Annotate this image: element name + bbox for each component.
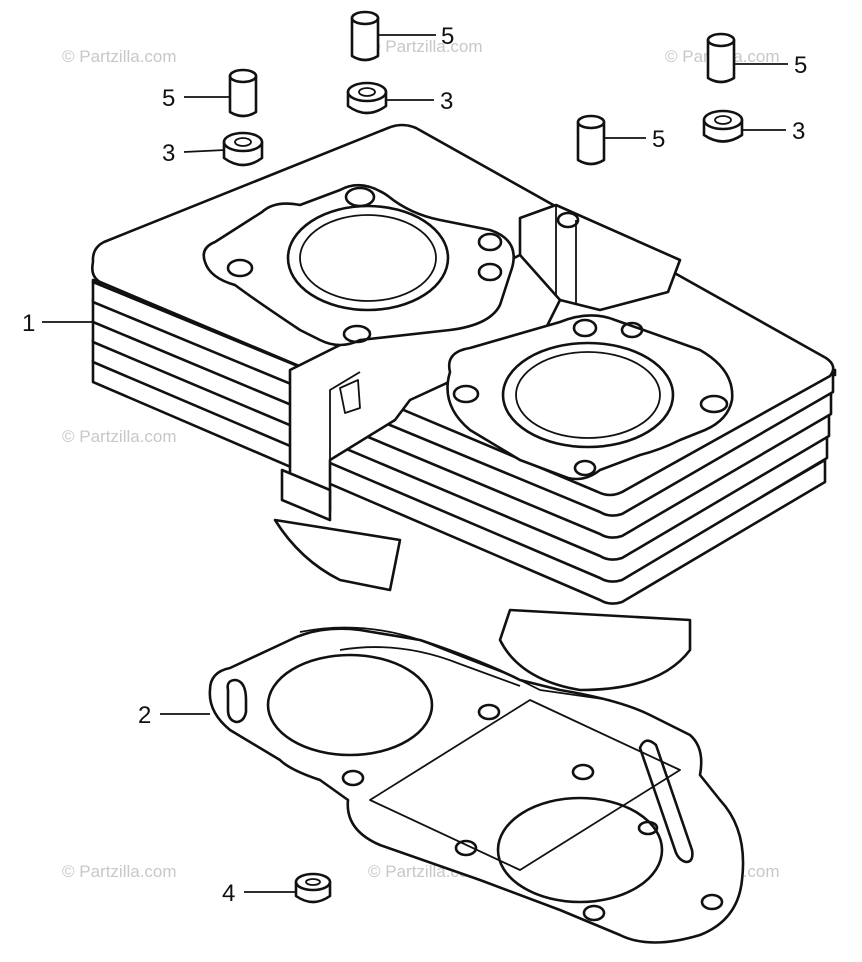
dowel-pin-mid xyxy=(576,114,606,166)
watermark: © Partzilla.com xyxy=(62,862,177,881)
watermark: © Partzilla.com xyxy=(62,47,177,66)
dowel-pin-right xyxy=(706,32,736,84)
callout-seal-center: 3 xyxy=(440,88,453,115)
seal-center xyxy=(346,81,388,115)
callout-dowel-center: 5 xyxy=(441,23,454,50)
dowel-pin-left xyxy=(228,68,258,118)
callout-seal-left: 3 xyxy=(162,140,175,167)
watermark: © Partzilla.com xyxy=(368,37,483,56)
callout-dowel-left: 5 xyxy=(162,85,175,112)
callout-seal-right: 3 xyxy=(792,118,805,145)
base-gasket xyxy=(208,626,745,944)
nut xyxy=(294,872,332,904)
watermark: © Partzilla.com xyxy=(62,427,177,446)
callout-dowel-mid: 5 xyxy=(652,126,665,153)
callout-gasket: 2 xyxy=(138,702,151,729)
callout-dowel-right: 5 xyxy=(794,52,807,79)
seal-left xyxy=(222,131,264,167)
callout-nut: 4 xyxy=(222,880,235,907)
callout-cylinder: 1 xyxy=(22,310,35,337)
seal-right xyxy=(702,109,744,143)
dowel-pin-center xyxy=(350,10,380,62)
leader-lines xyxy=(42,34,788,893)
cylinder-block xyxy=(91,123,837,692)
